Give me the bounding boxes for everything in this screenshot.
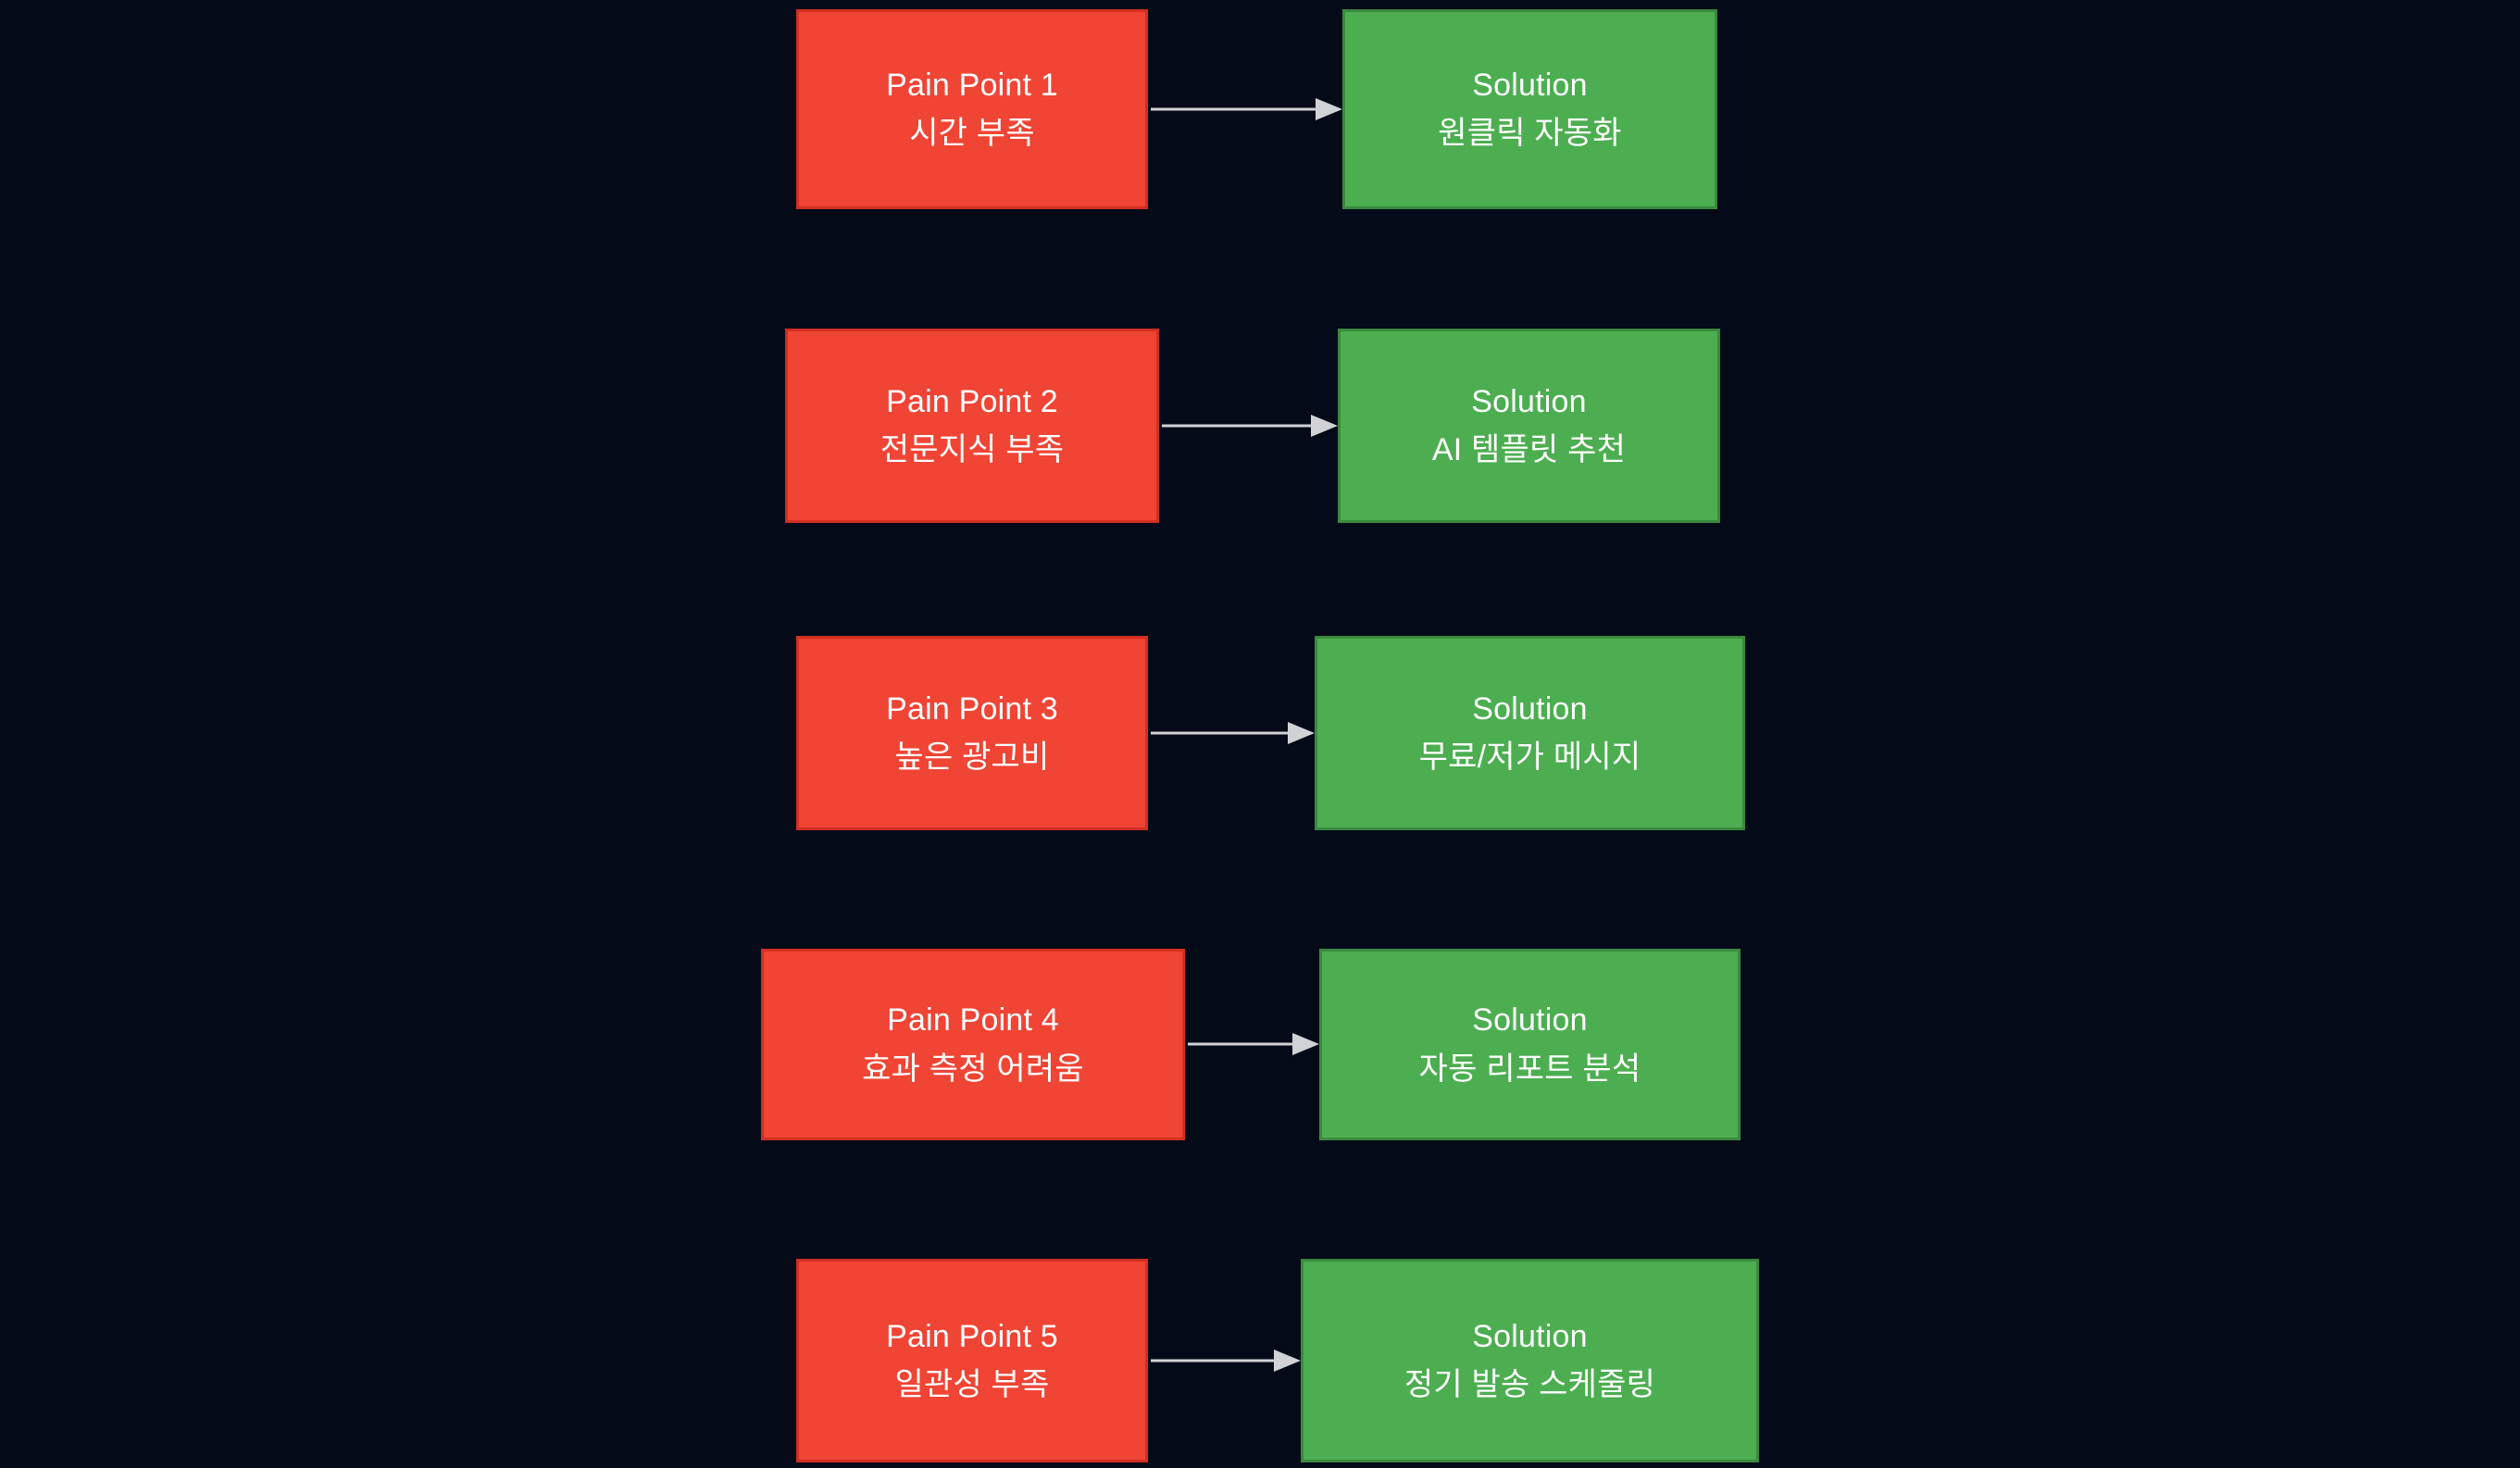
arrow-right-icon bbox=[1188, 1030, 1319, 1058]
solution-title: Solution bbox=[1472, 690, 1588, 727]
solution-detail: 무료/저가 메시지 bbox=[1418, 740, 1641, 775]
solution-detail: 자동 리포트 분석 bbox=[1418, 1051, 1641, 1087]
arrow-right-icon bbox=[1151, 719, 1315, 747]
solution-title: Solution bbox=[1472, 1002, 1588, 1039]
pain-point-detail: 높은 광고비 bbox=[894, 740, 1050, 775]
pain-point-node[interactable]: Pain Point 4 효과 측정 어려움 bbox=[761, 949, 1185, 1140]
pain-point-detail: 시간 부족 bbox=[909, 116, 1035, 151]
solution-detail: 원클릭 자동화 bbox=[1438, 116, 1622, 151]
pain-point-detail: 일관성 부족 bbox=[894, 1367, 1050, 1402]
pain-point-title: Pain Point 4 bbox=[887, 1002, 1059, 1039]
pain-point-node[interactable]: Pain Point 1 시간 부족 bbox=[796, 9, 1148, 209]
pain-point-title: Pain Point 5 bbox=[886, 1318, 1058, 1354]
pain-point-title: Pain Point 1 bbox=[886, 67, 1058, 103]
pain-point-detail: 전문지식 부족 bbox=[880, 432, 1065, 467]
solution-node[interactable]: Solution 무료/저가 메시지 bbox=[1315, 636, 1745, 830]
pain-point-title: Pain Point 2 bbox=[886, 383, 1058, 419]
arrow-right-icon bbox=[1151, 95, 1342, 123]
flow-row: Pain Point 1 시간 부족 Solution 원클릭 자동화 bbox=[0, 9, 2520, 209]
pain-point-node[interactable]: Pain Point 5 일관성 부족 bbox=[796, 1259, 1148, 1462]
pain-point-title: Pain Point 3 bbox=[886, 690, 1058, 727]
solution-detail: AI 템플릿 추천 bbox=[1431, 432, 1627, 467]
flow-row: Pain Point 3 높은 광고비 Solution 무료/저가 메시지 bbox=[0, 636, 2520, 830]
pain-point-node[interactable]: Pain Point 2 전문지식 부족 bbox=[785, 329, 1159, 523]
arrow-right-icon bbox=[1151, 1347, 1301, 1375]
flow-row: Pain Point 4 효과 측정 어려움 Solution 자동 리포트 분… bbox=[0, 949, 2520, 1140]
arrow-right-icon bbox=[1162, 412, 1338, 440]
solution-node[interactable]: Solution 원클릭 자동화 bbox=[1342, 9, 1717, 209]
flow-row: Pain Point 2 전문지식 부족 Solution AI 템플릿 추천 bbox=[0, 329, 2520, 523]
solution-node[interactable]: Solution 자동 리포트 분석 bbox=[1319, 949, 1740, 1140]
flow-row: Pain Point 5 일관성 부족 Solution 정기 발송 스케줄링 bbox=[0, 1259, 2520, 1462]
solution-title: Solution bbox=[1471, 383, 1587, 419]
solution-node[interactable]: Solution AI 템플릿 추천 bbox=[1338, 329, 1720, 523]
solution-title: Solution bbox=[1472, 1318, 1588, 1354]
solution-detail: 정기 발송 스케줄링 bbox=[1403, 1367, 1656, 1402]
pain-point-detail: 효과 측정 어려움 bbox=[862, 1051, 1084, 1087]
solution-node[interactable]: Solution 정기 발송 스케줄링 bbox=[1301, 1259, 1759, 1462]
pain-point-node[interactable]: Pain Point 3 높은 광고비 bbox=[796, 636, 1148, 830]
solution-title: Solution bbox=[1472, 67, 1588, 103]
